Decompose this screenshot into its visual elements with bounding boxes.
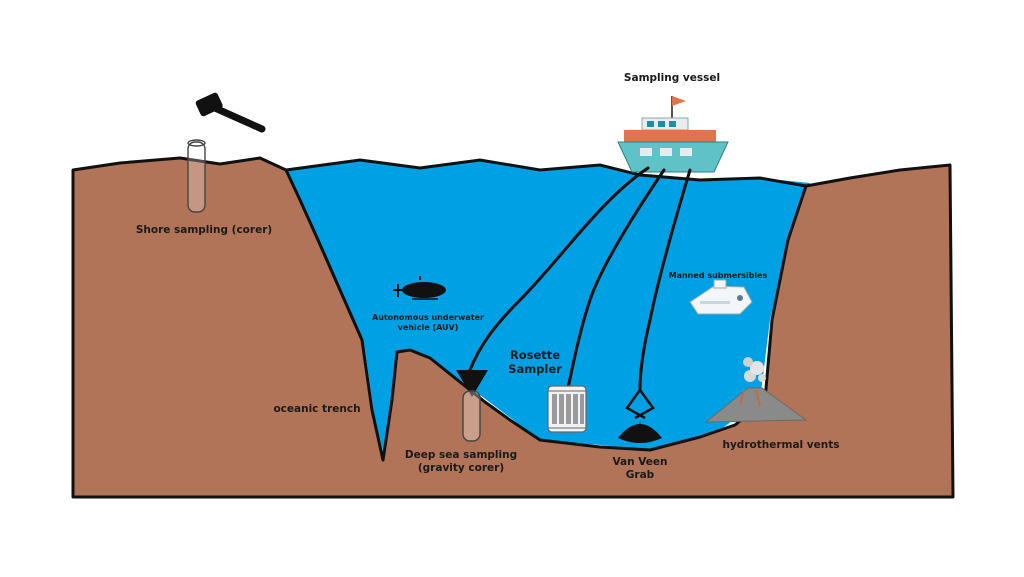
label-auv-line2: vehicle (AUV) [397, 323, 459, 332]
label-rosette-line2: Sampler [508, 362, 562, 377]
label-rosette-line1: Rosette [509, 348, 561, 362]
label-rosette-sampler: Rosette Sampler [500, 348, 570, 377]
water-surface-line [285, 158, 807, 188]
hammer-icon [195, 92, 266, 133]
label-deep-sea-sampling: Deep sea sampling (gravity corer) [396, 449, 526, 475]
auv-icon [393, 276, 446, 300]
ocean-water [286, 160, 810, 460]
van-veen-grab-icon [618, 389, 662, 443]
label-grab-line2: Grab [625, 469, 655, 482]
gravity-corer-icon [456, 370, 488, 442]
rosette-sampler-icon [547, 385, 587, 433]
sampling-cables [468, 166, 692, 392]
volcano-icon [704, 357, 808, 423]
label-van-veen-grab: Van Veen Grab [600, 456, 680, 482]
label-sampling-vessel: Sampling vessel [623, 72, 721, 84]
label-oceanic-trench: oceanic trench [273, 403, 361, 415]
label-deep-line1: Deep sea sampling [404, 449, 518, 461]
label-shore-sampling: Shore sampling (corer) [135, 224, 273, 236]
label-auv-line1: Autonomous underwater [372, 313, 484, 322]
ship-icon [617, 96, 729, 173]
label-grab-line1: Van Veen [612, 456, 668, 468]
label-auv: Autonomous underwater vehicle (AUV) [368, 313, 488, 333]
label-deep-line2: (gravity corer) [417, 462, 505, 475]
corer-tube-icon [187, 139, 206, 213]
label-manned-submersibles: Manned submersibles [668, 271, 768, 280]
submersible-icon [689, 279, 753, 315]
label-hydrothermal-vents: hydrothermal vents [722, 439, 840, 451]
